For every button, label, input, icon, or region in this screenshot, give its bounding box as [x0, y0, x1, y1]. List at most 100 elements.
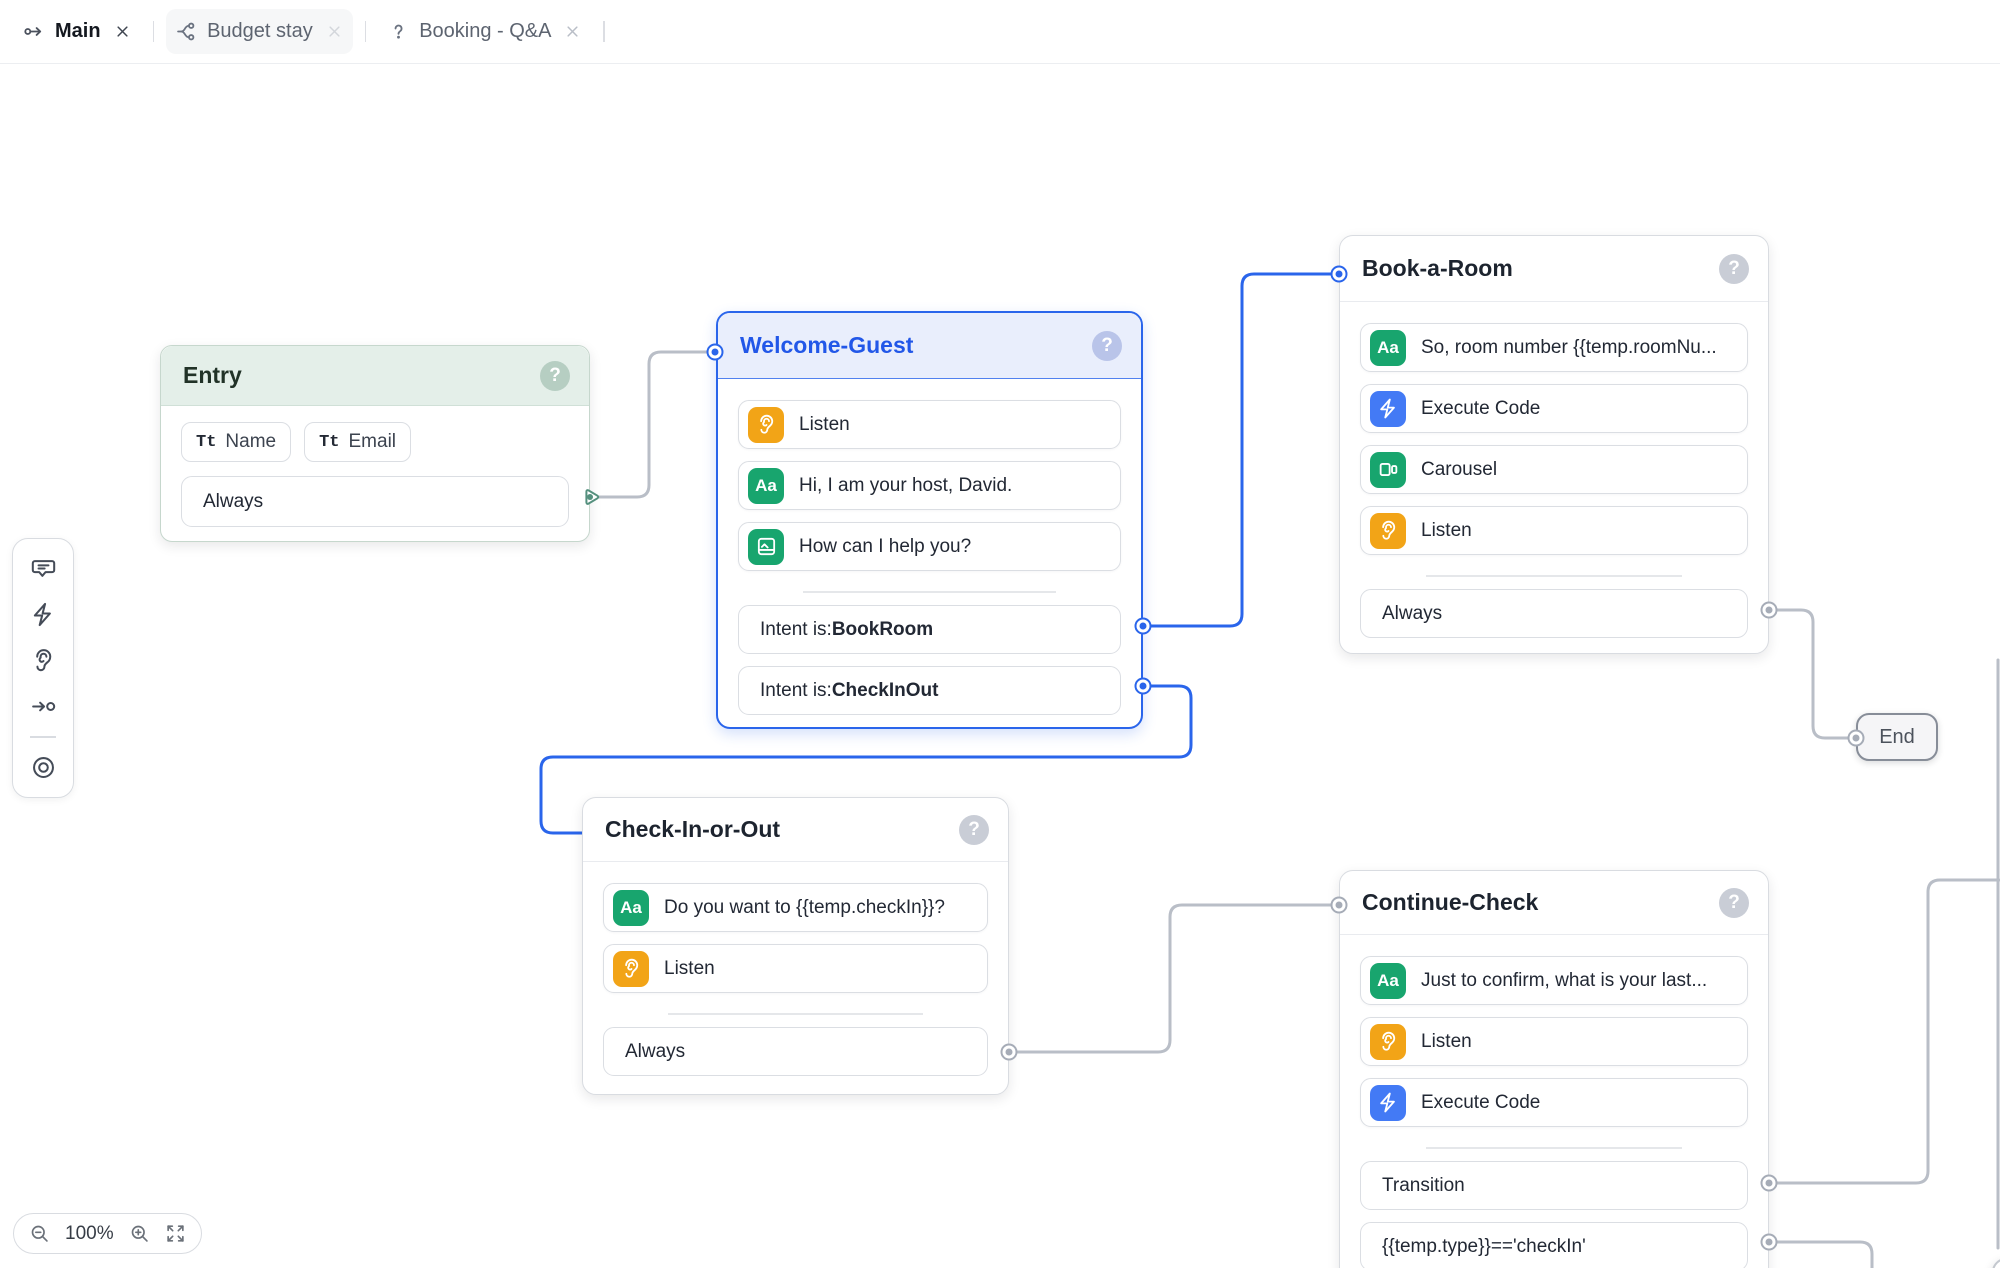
content-card[interactable]: Listen [603, 944, 988, 993]
card-label: How can I help you? [799, 535, 972, 557]
card-label: Listen [1421, 1030, 1472, 1052]
toolbar-divider [30, 736, 56, 738]
content-card[interactable]: Carousel [1360, 445, 1748, 494]
input-port[interactable] [1330, 265, 1348, 283]
output-port[interactable] [1134, 617, 1152, 635]
execute-code-icon [1370, 1084, 1406, 1121]
tab-separator [152, 21, 155, 42]
content-card[interactable]: Listen [738, 400, 1121, 449]
connector-wire [539, 684, 1193, 835]
entry-output-port[interactable] [576, 482, 606, 512]
transitions-divider [803, 591, 1056, 593]
content-card[interactable]: Aa So, room number {{temp.roomNu... [1360, 323, 1748, 372]
fullscreen-icon[interactable] [165, 1223, 186, 1244]
chip-label: Email [348, 431, 397, 452]
content-card[interactable]: Execute Code [1360, 384, 1748, 433]
node-body: Aa Do you want to {{temp.checkIn}}? Listen… [583, 862, 1008, 1076]
end-node-icon[interactable] [30, 754, 57, 781]
help-icon[interactable]: ? [1092, 330, 1122, 361]
text-icon: Aa [613, 889, 649, 926]
output-port[interactable] [1000, 1043, 1018, 1061]
tab-separator [603, 21, 605, 42]
text-icon: Aa [1370, 329, 1406, 366]
input-port[interactable] [1330, 896, 1348, 914]
content-card[interactable]: Listen [1360, 506, 1748, 555]
transition-value: BookRoom [831, 618, 934, 640]
close-tab-icon[interactable] [113, 22, 132, 41]
transition-card[interactable]: Intent is: BookRoom [738, 605, 1121, 654]
flow-node-continue-check[interactable]: Continue-Check? Aa Just to confirm, what i… [1339, 870, 1769, 1268]
card-label: Do you want to {{temp.checkIn}}? [664, 896, 945, 918]
comment-icon[interactable] [30, 555, 57, 582]
tab-bar: Main Budget stay Booking - Q&A [0, 0, 2000, 64]
input-port[interactable] [706, 343, 724, 361]
execute-code-icon [1370, 390, 1406, 427]
zoom-out-icon[interactable] [29, 1223, 50, 1244]
listen-icon [613, 950, 649, 987]
card-label: Just to confirm, what is your last... [1421, 969, 1708, 991]
output-port[interactable] [1760, 1233, 1778, 1251]
transitions-divider [1425, 1147, 1683, 1149]
output-port[interactable] [1760, 601, 1778, 619]
input-port[interactable] [1847, 729, 1865, 747]
transition-card[interactable]: Always [181, 476, 569, 527]
close-tab-icon[interactable] [325, 22, 344, 41]
transition-card[interactable]: Intent is: CheckInOut [738, 666, 1121, 715]
flow-node-book-a-room[interactable]: Book-a-Room? Aa So, room number {{temp.roo… [1339, 235, 1769, 654]
tab-budget-stay[interactable]: Budget stay [166, 9, 353, 54]
connector-wire [1767, 878, 2000, 1185]
transition-label: Always [203, 490, 264, 512]
flow-node-check-in-or-out[interactable]: Check-In-or-Out? Aa Do you want to {{temp.… [582, 797, 1009, 1095]
zoom-in-icon[interactable] [129, 1223, 150, 1244]
transition-card[interactable]: Transition [1360, 1161, 1748, 1210]
chip-label: Name [225, 431, 277, 452]
listen-icon [1370, 512, 1406, 549]
transitions-divider [668, 1013, 923, 1015]
close-tab-icon[interactable] [563, 22, 582, 41]
tab-main[interactable]: Main [14, 9, 141, 54]
flow-start-icon [23, 20, 46, 43]
node-title: Book-a-Room [1362, 255, 1513, 281]
content-card[interactable]: How can I help you? [738, 522, 1121, 571]
output-port[interactable] [1760, 1174, 1778, 1192]
execute-code-icon[interactable] [30, 601, 57, 628]
card-label: Listen [1421, 519, 1472, 541]
text-icon: Aa [1370, 962, 1406, 999]
content-card[interactable]: Listen [1360, 1017, 1748, 1066]
transition-label: Transition [1382, 1174, 1465, 1196]
transition-card[interactable]: {{temp.type}}=='checkIn' [1360, 1222, 1748, 1268]
flow-node-end[interactable]: End [1856, 713, 1938, 761]
transition-prefix: Intent is: [760, 679, 832, 701]
content-card[interactable]: Aa Just to confirm, what is your last... [1360, 956, 1748, 1005]
node-title: Check-In-or-Out [605, 816, 781, 842]
transition-card[interactable]: Always [603, 1027, 988, 1076]
node-toolbar [12, 538, 74, 798]
help-icon[interactable]: ? [1719, 253, 1749, 284]
listen-icon[interactable] [30, 647, 57, 674]
help-icon[interactable]: ? [540, 360, 570, 391]
card-label: Listen [799, 413, 850, 435]
card-label: Execute Code [1421, 397, 1541, 419]
tab-booking-qa[interactable]: Booking - Q&A [378, 9, 591, 54]
connector-wire [1007, 903, 1341, 1054]
content-card[interactable]: Execute Code [1360, 1078, 1748, 1127]
node-header: Book-a-Room? [1340, 236, 1768, 302]
content-card[interactable]: Aa Do you want to {{temp.checkIn}}? [603, 883, 988, 932]
card-label: So, room number {{temp.roomNu... [1421, 336, 1717, 358]
node-header: Continue-Check? [1340, 871, 1768, 935]
transition-icon[interactable] [30, 693, 57, 720]
listen-icon [748, 406, 784, 443]
output-port[interactable] [1134, 677, 1152, 695]
transition-card[interactable]: Always [1360, 589, 1748, 638]
help-icon[interactable]: ? [959, 814, 989, 845]
help-icon[interactable]: ? [1719, 887, 1749, 918]
